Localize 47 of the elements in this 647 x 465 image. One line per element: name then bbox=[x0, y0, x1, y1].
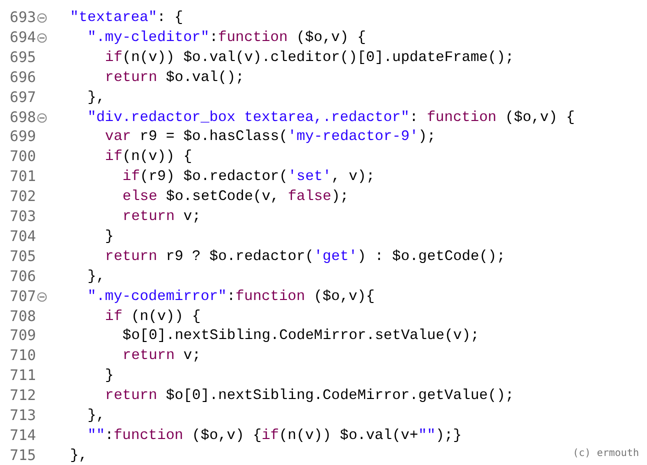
line-number: 715 bbox=[8, 446, 36, 465]
code-line: $o[0].nextSibling.CodeMirror.setValue(v); bbox=[122, 327, 480, 346]
code-line: else $o.setCode(v, false); bbox=[122, 188, 349, 208]
line-number: 700 bbox=[8, 148, 36, 168]
line-number: 698 bbox=[8, 108, 36, 128]
code-line: return v; bbox=[122, 347, 201, 366]
code-line: if (n(v)) { bbox=[105, 308, 201, 326]
line-number: 712 bbox=[8, 387, 36, 406]
code-line: return v; bbox=[122, 208, 201, 227]
code-line: }, bbox=[88, 407, 105, 426]
code-line: } bbox=[105, 367, 114, 386]
line-number: 702 bbox=[8, 188, 36, 208]
code-line: var r9 = $o.hasClass('my-redactor-9'); bbox=[105, 128, 436, 148]
code-line: "textarea": { bbox=[70, 9, 184, 28]
code-line: if(n(v)) { bbox=[105, 148, 192, 168]
code-line: return $o[0].nextSibling.CodeMirror.getValue(); bbox=[105, 387, 514, 406]
line-number: 705 bbox=[8, 248, 36, 267]
code-line: return r9 ? $o.redactor('get') : $o.getCode(); bbox=[105, 248, 506, 267]
copyright-notice: (c) ermouth bbox=[572, 448, 639, 459]
line-number: 709 bbox=[8, 327, 36, 346]
line-number: 708 bbox=[8, 308, 36, 326]
line-number: 701 bbox=[8, 168, 36, 188]
line-number: 711 bbox=[8, 367, 36, 386]
line-number: 699 bbox=[8, 128, 36, 148]
line-number: 696 bbox=[8, 68, 36, 88]
code-line: ".my-codemirror":function ($o,v){ bbox=[88, 288, 375, 307]
code-line: }, bbox=[88, 88, 105, 108]
code-line: }, bbox=[88, 268, 105, 287]
line-number: 703 bbox=[8, 208, 36, 227]
code-line: } bbox=[105, 228, 114, 247]
line-number: 697 bbox=[8, 88, 36, 108]
line-number: 694 bbox=[8, 28, 36, 48]
line-number: 704 bbox=[8, 228, 36, 247]
line-number: 714 bbox=[8, 426, 36, 446]
line-number: 707 bbox=[8, 288, 36, 307]
code-line: if(r9) $o.redactor('set', v); bbox=[122, 168, 375, 188]
line-number: 713 bbox=[8, 407, 36, 426]
code-line: }, bbox=[70, 446, 88, 465]
line-number: 695 bbox=[8, 48, 36, 68]
line-number: 693 bbox=[8, 9, 36, 28]
line-number: 710 bbox=[8, 347, 36, 366]
code-line: "div.redactor_box textarea,.redactor": function ($o,v) { bbox=[88, 108, 575, 128]
code-line: ".my-cleditor":function ($o,v) { bbox=[88, 28, 366, 48]
code-line: "":function ($o,v) {if(n(v)) $o.val(v+"");} bbox=[88, 426, 462, 446]
code-line: return $o.val(); bbox=[105, 68, 244, 88]
line-number: 706 bbox=[8, 268, 36, 287]
code-line: if(n(v)) $o.val(v).cleditor()[0].updateFrame(); bbox=[105, 48, 514, 68]
